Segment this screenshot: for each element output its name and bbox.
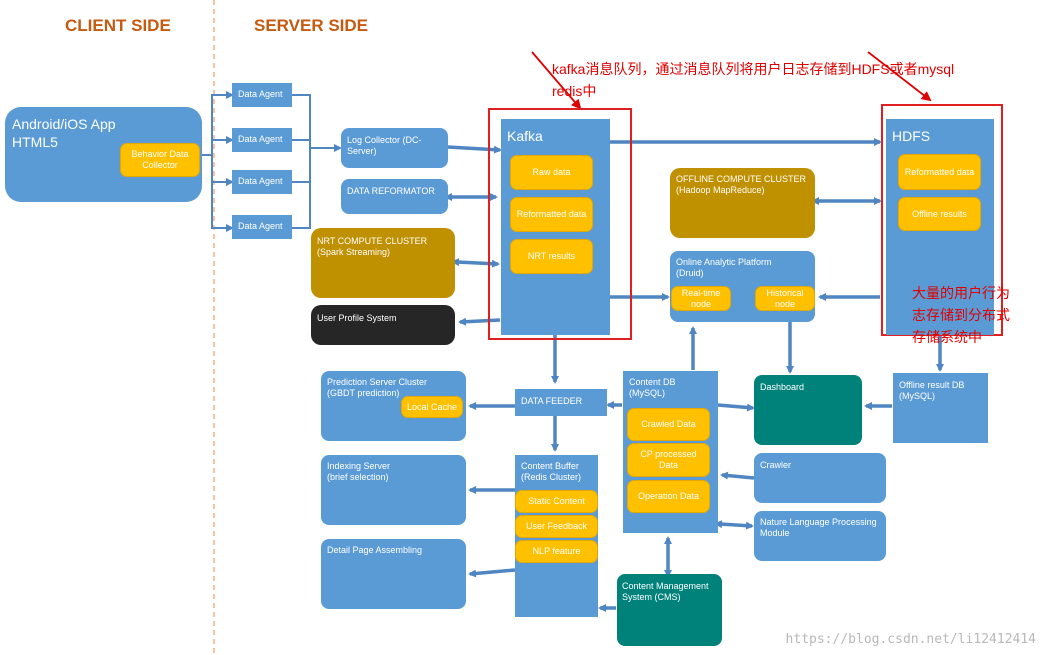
prediction-line1: Prediction Server Cluster (327, 377, 428, 387)
nlp-feature[interactable]: NLP feature (515, 540, 598, 563)
static-content[interactable]: Static Content (515, 490, 598, 513)
behavior-data-collector[interactable]: Behavior Data Collector (120, 143, 200, 177)
content-db-line2: (MySQL) (629, 388, 665, 398)
dashboard[interactable]: Dashboard (754, 375, 862, 445)
local-cache[interactable]: Local Cache (401, 396, 463, 418)
offline-db-line2: (MySQL) (899, 391, 935, 401)
client-app-line2: HTML5 (12, 134, 58, 150)
content-buffer-line2: (Redis Cluster) (521, 472, 582, 482)
nrt-line2: (Spark Streaming) (317, 247, 391, 257)
kafka-reformatted-data[interactable]: Reformatted data (510, 197, 593, 232)
log-collector[interactable]: Log Collector (DC-Server) (341, 128, 448, 168)
indexing-line2: (brief selection) (327, 472, 389, 482)
hdfs-reformatted-data[interactable]: Reformatted data (898, 154, 981, 190)
content-buffer-line1: Content Buffer (521, 461, 579, 471)
offline-compute-cluster[interactable]: OFFLINE COMPUTE CLUSTER (Hadoop MapReduc… (670, 168, 815, 238)
kafka-highlight (488, 108, 632, 340)
olap-realtime-node[interactable]: Real-time node (671, 286, 731, 311)
watermark: https://blog.csdn.net/li12412414 (785, 632, 1036, 647)
indexing-server[interactable]: Indexing Server (brief selection) (321, 455, 466, 525)
kafka-note-line1: kafka消息队列，通过消息队列将用户日志存储到HDFS或者mysql (552, 61, 955, 77)
hdfs-note-line2: 志存储到分布式 (912, 307, 1010, 323)
data-agent-2[interactable]: Data Agent (232, 128, 292, 152)
data-agent-3[interactable]: Data Agent (232, 170, 292, 194)
offline-db-line1: Offline result DB (899, 380, 965, 390)
nrt-compute-cluster[interactable]: NRT COMPUTE CLUSTER (Spark Streaming) (311, 228, 455, 298)
olap-historical-node[interactable]: Historical node (755, 286, 815, 311)
olap-line2: (Druid) (676, 268, 704, 278)
client-side-header: CLIENT SIDE (65, 16, 171, 35)
content-db-line1: Content DB (629, 377, 676, 387)
indexing-line1: Indexing Server (327, 461, 391, 471)
olap-line1: Online Analytic Platform (676, 257, 772, 267)
operation-data[interactable]: Operation Data (627, 480, 710, 513)
nrt-line1: NRT COMPUTE CLUSTER (317, 236, 428, 246)
user-profile-system[interactable]: User Profile System (311, 305, 455, 345)
offline-cluster-line2: (Hadoop MapReduce) (676, 185, 765, 195)
content-management-system[interactable]: Content Management System (CMS) (617, 574, 722, 646)
server-side-header: SERVER SIDE (254, 16, 369, 35)
kafka-raw-data[interactable]: Raw data (510, 155, 593, 190)
hdfs-note-line3: 存储系统中 (912, 329, 982, 345)
prediction-line2: (GBDT prediction) (327, 388, 400, 398)
data-feeder[interactable]: DATA FEEDER (515, 389, 607, 416)
data-agent-4[interactable]: Data Agent (232, 215, 292, 239)
crawled-data[interactable]: Crawled Data (627, 408, 710, 441)
crawler[interactable]: Crawler (754, 453, 886, 503)
hdfs-offline-results[interactable]: Offline results (898, 197, 981, 231)
nlp-module[interactable]: Nature Language Processing Module (754, 511, 886, 561)
kafka-nrt-results[interactable]: NRT results (510, 239, 593, 274)
hdfs-note-line1: 大量的用户行为 (912, 285, 1010, 301)
hdfs-title: HDFS (892, 128, 931, 144)
kafka-note-line2: redis中 (552, 83, 597, 99)
cp-processed-data[interactable]: CP processed Data (627, 443, 710, 477)
kafka-title: Kafka (507, 128, 543, 144)
data-agent-1[interactable]: Data Agent (232, 83, 292, 107)
data-reformator[interactable]: DATA REFORMATOR (341, 179, 448, 214)
user-feedback[interactable]: User Feedback (515, 515, 598, 538)
client-app-line1: Android/iOS App (12, 116, 116, 132)
offline-cluster-line1: OFFLINE COMPUTE CLUSTER (676, 174, 807, 184)
hdfs-highlight (881, 104, 1003, 336)
detail-page-assembling[interactable]: Detail Page Assembling (321, 539, 466, 609)
offline-result-db[interactable]: Offline result DB (MySQL) (893, 373, 988, 443)
